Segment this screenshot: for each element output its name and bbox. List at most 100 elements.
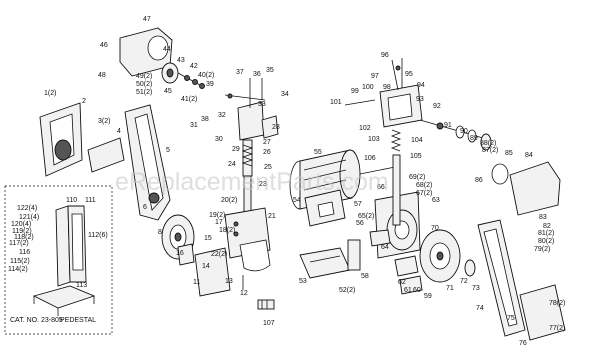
callout-90: 90 bbox=[460, 128, 468, 135]
callout-62: 62 bbox=[398, 279, 406, 286]
callout-101: 101 bbox=[330, 99, 342, 106]
callout-100: 100 bbox=[362, 84, 374, 91]
callout-88: 88(2) bbox=[480, 140, 496, 147]
callout-35: 35 bbox=[266, 67, 274, 74]
callout-99: 99 bbox=[351, 88, 359, 95]
callout-36: 36 bbox=[253, 71, 261, 78]
callout-31: 31 bbox=[190, 122, 198, 129]
callout-21: 21 bbox=[268, 213, 276, 220]
callout-60: 60 bbox=[413, 287, 421, 294]
callout-51: 51(2) bbox=[136, 89, 152, 96]
callout-53: 53 bbox=[299, 278, 307, 285]
pedestal-part bbox=[32, 205, 96, 316]
callout-64: 64 bbox=[381, 244, 389, 251]
callout-71: 71 bbox=[446, 285, 454, 292]
callout-87: 87(2) bbox=[482, 147, 498, 154]
callout-72: 72 bbox=[460, 278, 468, 285]
callout-24: 24 bbox=[228, 161, 236, 168]
callout-106: 106 bbox=[364, 155, 376, 162]
base-foot-part bbox=[177, 243, 244, 297]
callout-45: 45 bbox=[164, 88, 172, 95]
callout-82: 82 bbox=[543, 223, 551, 230]
callout-26: 26 bbox=[263, 149, 271, 156]
callout-20: 20(2) bbox=[221, 197, 237, 204]
callout-111: 111 bbox=[85, 197, 96, 204]
pedestal-label: PEDESTAL bbox=[60, 317, 96, 324]
callout-4: 4 bbox=[117, 128, 121, 135]
callout-75: 75 bbox=[507, 315, 515, 322]
right-guard-part bbox=[491, 161, 561, 216]
callout-78: 78(2) bbox=[549, 300, 565, 307]
callout-61: 61 bbox=[404, 287, 412, 294]
callout-48: 48 bbox=[98, 72, 106, 79]
callout-74: 74 bbox=[476, 305, 484, 312]
callout-115: 115(2) bbox=[10, 258, 30, 265]
callout-89: 89 bbox=[470, 135, 478, 142]
callout-41: 41(2) bbox=[181, 96, 197, 103]
idler-shaft-part bbox=[419, 119, 492, 151]
callout-30: 30 bbox=[215, 136, 223, 143]
callout-67: 67(2) bbox=[416, 190, 432, 197]
callout-5: 5 bbox=[166, 147, 170, 154]
callout-76: 76 bbox=[519, 340, 527, 347]
tracking-bracket-part bbox=[224, 78, 279, 141]
callout-120: 120(4) bbox=[11, 221, 31, 228]
callout-3: 3(2) bbox=[98, 118, 110, 125]
callout-8: 8 bbox=[158, 229, 162, 236]
right-belt-arm-part bbox=[477, 219, 566, 341]
motor-base-part bbox=[299, 239, 361, 279]
callout-43: 43 bbox=[177, 57, 185, 64]
callout-114: 114(2) bbox=[8, 266, 28, 273]
callout-57: 57 bbox=[354, 201, 362, 208]
callout-14: 14 bbox=[202, 263, 210, 270]
callout-104: 104 bbox=[411, 137, 423, 144]
callout-42: 42 bbox=[190, 63, 198, 70]
left-belt-guard-part bbox=[39, 102, 125, 177]
callout-98: 98 bbox=[383, 84, 391, 91]
callout-12: 12 bbox=[240, 290, 248, 297]
callout-2: 2 bbox=[82, 98, 86, 105]
pedestal-inset-frame bbox=[4, 185, 113, 335]
callout-92: 92 bbox=[433, 103, 441, 110]
callout-122: 122(4) bbox=[17, 205, 37, 212]
callout-37: 37 bbox=[236, 69, 244, 76]
callout-66: 66 bbox=[377, 184, 385, 191]
callout-18: 18(2) bbox=[219, 227, 235, 234]
callout-95: 95 bbox=[405, 71, 413, 78]
callout-49: 49(2) bbox=[136, 73, 152, 80]
callout-28: 28 bbox=[272, 124, 280, 131]
callout-117: 117(2) bbox=[9, 240, 29, 247]
callout-47: 47 bbox=[143, 16, 151, 23]
callout-54: 54 bbox=[293, 197, 301, 204]
callout-59: 59 bbox=[424, 293, 432, 300]
switch-part bbox=[257, 299, 275, 310]
motor-mount-part bbox=[224, 207, 271, 272]
belt-arm-part bbox=[124, 104, 171, 221]
callout-119: 119(2) bbox=[12, 228, 32, 235]
callout-81: 81(2) bbox=[538, 230, 554, 237]
callout-121: 121(4) bbox=[19, 214, 39, 221]
callout-97: 97 bbox=[371, 73, 379, 80]
callout-93: 93 bbox=[416, 96, 424, 103]
tension-arm-part bbox=[344, 58, 423, 128]
callout-85: 85 bbox=[505, 150, 513, 157]
callout-107: 107 bbox=[263, 320, 275, 327]
callout-83: 83 bbox=[539, 214, 547, 221]
motor-part bbox=[289, 149, 396, 227]
callout-80: 80(2) bbox=[538, 238, 554, 245]
callout-103: 103 bbox=[368, 136, 380, 143]
callout-13: 13 bbox=[225, 278, 233, 285]
callout-77: 77(2) bbox=[549, 325, 565, 332]
callout-19: 19(2) bbox=[209, 212, 225, 219]
callout-52: 52(2) bbox=[339, 287, 355, 294]
callout-44: 44 bbox=[163, 46, 171, 53]
catalog-number: CAT. NO. 23-805 bbox=[10, 317, 63, 324]
callout-68: 68(2) bbox=[416, 182, 432, 189]
callout-73: 73 bbox=[472, 285, 480, 292]
callout-22: 22(2) bbox=[211, 251, 227, 258]
callout-110: 110 bbox=[66, 197, 77, 204]
callout-55: 55 bbox=[314, 149, 322, 156]
guard-plate-part bbox=[394, 255, 423, 295]
belt-head-part bbox=[119, 27, 205, 89]
